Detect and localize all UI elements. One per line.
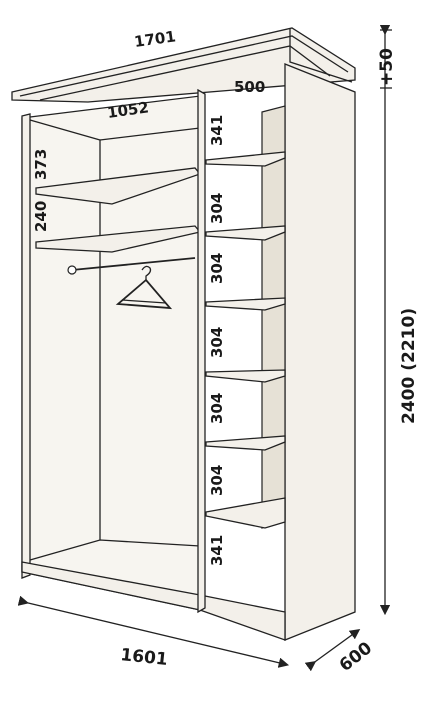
dim-right-304-1: 304	[208, 193, 226, 224]
dim-base-width: 1601	[119, 645, 168, 670]
dim-right-304-2: 304	[208, 253, 226, 284]
left-side-panel	[21, 113, 31, 579]
divider-panel	[197, 88, 206, 614]
dim-right-341-top: 341	[208, 115, 226, 146]
dim-left-373: 373	[32, 149, 50, 180]
dim-right-304-5: 304	[208, 465, 226, 496]
right-shelves	[205, 151, 286, 529]
hanger-icon	[115, 265, 173, 310]
dim-top-width: 1701	[133, 27, 177, 51]
back-top-line	[99, 127, 201, 141]
hanging-rail	[67, 257, 196, 275]
dim-right-304-4: 304	[208, 393, 226, 424]
dim-height: 2400 (2210)	[399, 308, 419, 424]
left-shelves	[35, 167, 202, 253]
dim-left-240: 240	[32, 201, 50, 232]
dim-depth: 600	[336, 638, 376, 676]
dim-shelf-depth: 500	[234, 78, 265, 96]
cornice	[11, 27, 356, 103]
dim-inner-width: 1052	[106, 98, 150, 122]
dim-cornice: +50	[377, 48, 397, 86]
dimension-lines	[17, 24, 392, 672]
dim-right-341-bottom: 341	[208, 535, 226, 566]
dim-right-304-3: 304	[208, 327, 226, 358]
right-back	[261, 105, 286, 529]
right-side-panel	[284, 63, 356, 641]
